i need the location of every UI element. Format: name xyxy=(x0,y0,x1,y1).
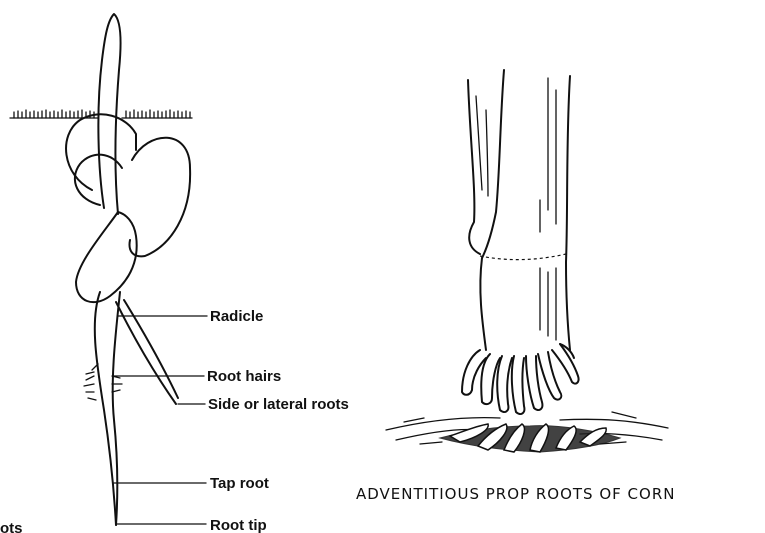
corn-caption: ADVENTITIOUS PROP ROOTS OF CORN xyxy=(356,485,675,503)
label-root-hairs: Root hairs xyxy=(207,368,281,385)
stalk-right-edge xyxy=(566,76,570,350)
seed-body xyxy=(76,212,137,302)
stalk-left-edge xyxy=(468,80,480,254)
root-hairs xyxy=(84,364,122,400)
prop-roots xyxy=(462,344,579,414)
stalk-inner-line xyxy=(482,70,504,258)
label-radicle: Radicle xyxy=(210,308,263,325)
label-cut-off-fragment: ots xyxy=(0,520,23,533)
label-tap-root: Tap root xyxy=(210,475,269,492)
stalk-node-dashed xyxy=(480,254,566,260)
cotyledon-right xyxy=(130,138,191,257)
label-root-tip: Root tip xyxy=(210,517,267,533)
corn-stalk-illustration xyxy=(386,70,668,452)
label-side-roots: Side or lateral roots xyxy=(208,396,349,413)
soil-mound xyxy=(386,412,668,452)
seedling-illustration xyxy=(10,14,207,525)
